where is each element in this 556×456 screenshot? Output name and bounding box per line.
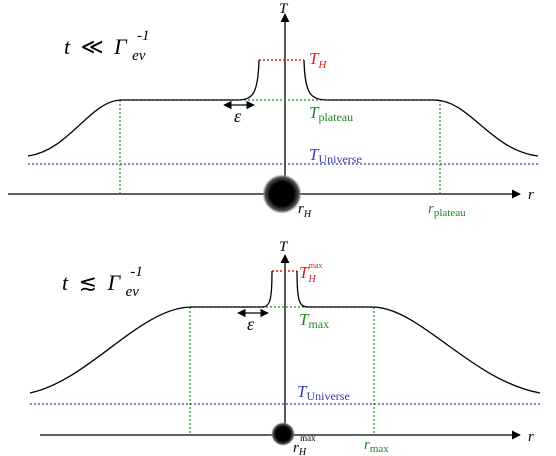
black-hole	[271, 422, 295, 446]
plateau-temperature-label: Tplateau	[309, 103, 353, 124]
condition-label: t ≲ Γ ev -1	[62, 264, 144, 301]
epsilon-label: ε	[234, 106, 242, 126]
max-radius-label: rmax	[364, 437, 389, 455]
hawking-temperature-label: THmax	[299, 261, 322, 285]
temperature-curve	[27, 59, 539, 157]
y-axis-label: T	[279, 1, 289, 17]
x-axis-label: r	[528, 187, 534, 203]
black-hole	[262, 174, 302, 214]
panel-early-time: t ≪ Γ ev -1 T r ε TH Tplateau	[8, 1, 539, 220]
max-temperature-label: Tmax	[299, 310, 329, 331]
y-axis-label: T	[279, 239, 289, 255]
max-horizon-radius-label: rHmax	[293, 433, 316, 456]
universe-temperature-label: TUniverse	[297, 382, 350, 403]
condition-label: t ≪ Γ ev -1	[64, 28, 151, 65]
horizon-radius-label: rH	[298, 201, 312, 220]
temperature-curve	[29, 270, 541, 394]
plateau-radius-label: rplateau	[428, 201, 466, 219]
x-axis-label: r	[528, 429, 534, 445]
universe-temperature-label: TUniverse	[309, 145, 362, 166]
hawking-temperature-label: TH	[309, 49, 327, 71]
epsilon-label: ε	[247, 314, 255, 334]
panel-late-time: t ≲ Γ ev -1 T r ε THmax Tmax TUniverse r…	[29, 239, 541, 456]
